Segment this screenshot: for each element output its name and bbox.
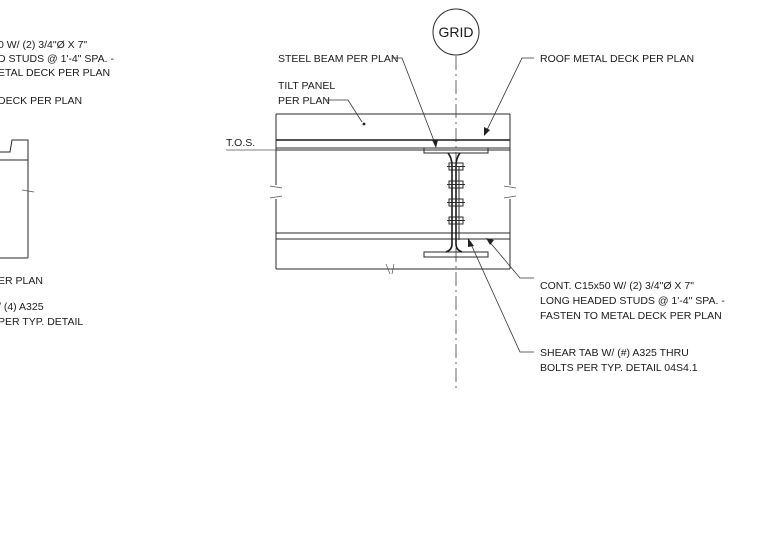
bolt-1 xyxy=(447,162,465,171)
label-tos: T.O.S. xyxy=(226,137,255,149)
left-fragment-text: 0 W/ (2) 3/4"Ø X 7" D STUDS @ 1'-4" SPA.… xyxy=(0,39,114,328)
leader-lines xyxy=(326,57,534,353)
left-fragment-line-6: / (4) A325 xyxy=(0,301,44,313)
label-shear-tab-2: BOLTS PER TYP. DETAIL 04S4.1 xyxy=(540,362,698,374)
left-fragment-line-4: DECK PER PLAN xyxy=(0,95,82,107)
label-roof-deck: ROOF METAL DECK PER PLAN xyxy=(540,53,694,65)
bolt-2 xyxy=(447,180,465,189)
left-detail-fragment xyxy=(0,139,35,259)
callouts: STEEL BEAM PER PLAN ROOF METAL DECK PER … xyxy=(226,53,725,374)
left-fragment-line-5: ER PLAN xyxy=(0,275,43,287)
left-fragment-line-2: D STUDS @ 1'-4" SPA. - xyxy=(0,53,114,65)
bottom-beam-lines xyxy=(276,232,510,258)
bolt-3 xyxy=(447,198,465,207)
left-fragment-line-3: ETAL DECK PER PLAN xyxy=(0,67,110,79)
label-channel-2: LONG HEADED STUDS @ 1'-4" SPA. - xyxy=(540,295,725,307)
shear-tab-bolts xyxy=(447,162,465,225)
label-channel-1: CONT. C15x50 W/ (2) 3/4"Ø X 7" xyxy=(540,280,694,292)
label-tilt-panel-1: TILT PANEL xyxy=(278,80,335,92)
label-tilt-panel-2: PER PLAN xyxy=(278,95,330,107)
grid-bubble: GRID xyxy=(432,8,480,56)
label-channel-3: FASTEN TO METAL DECK PER PLAN xyxy=(540,310,722,322)
label-shear-tab-1: SHEAR TAB W/ (#) A325 THRU xyxy=(540,347,689,359)
grid-label: GRID xyxy=(439,24,474,40)
bolt-4 xyxy=(447,216,465,225)
top-beam-lines xyxy=(226,139,510,154)
label-steel-beam: STEEL BEAM PER PLAN xyxy=(278,53,398,65)
left-fragment-line-7: PER TYP. DETAIL xyxy=(0,316,83,328)
tilt-panel xyxy=(269,113,517,275)
left-fragment-line-1: 0 W/ (2) 3/4"Ø X 7" xyxy=(0,39,87,51)
